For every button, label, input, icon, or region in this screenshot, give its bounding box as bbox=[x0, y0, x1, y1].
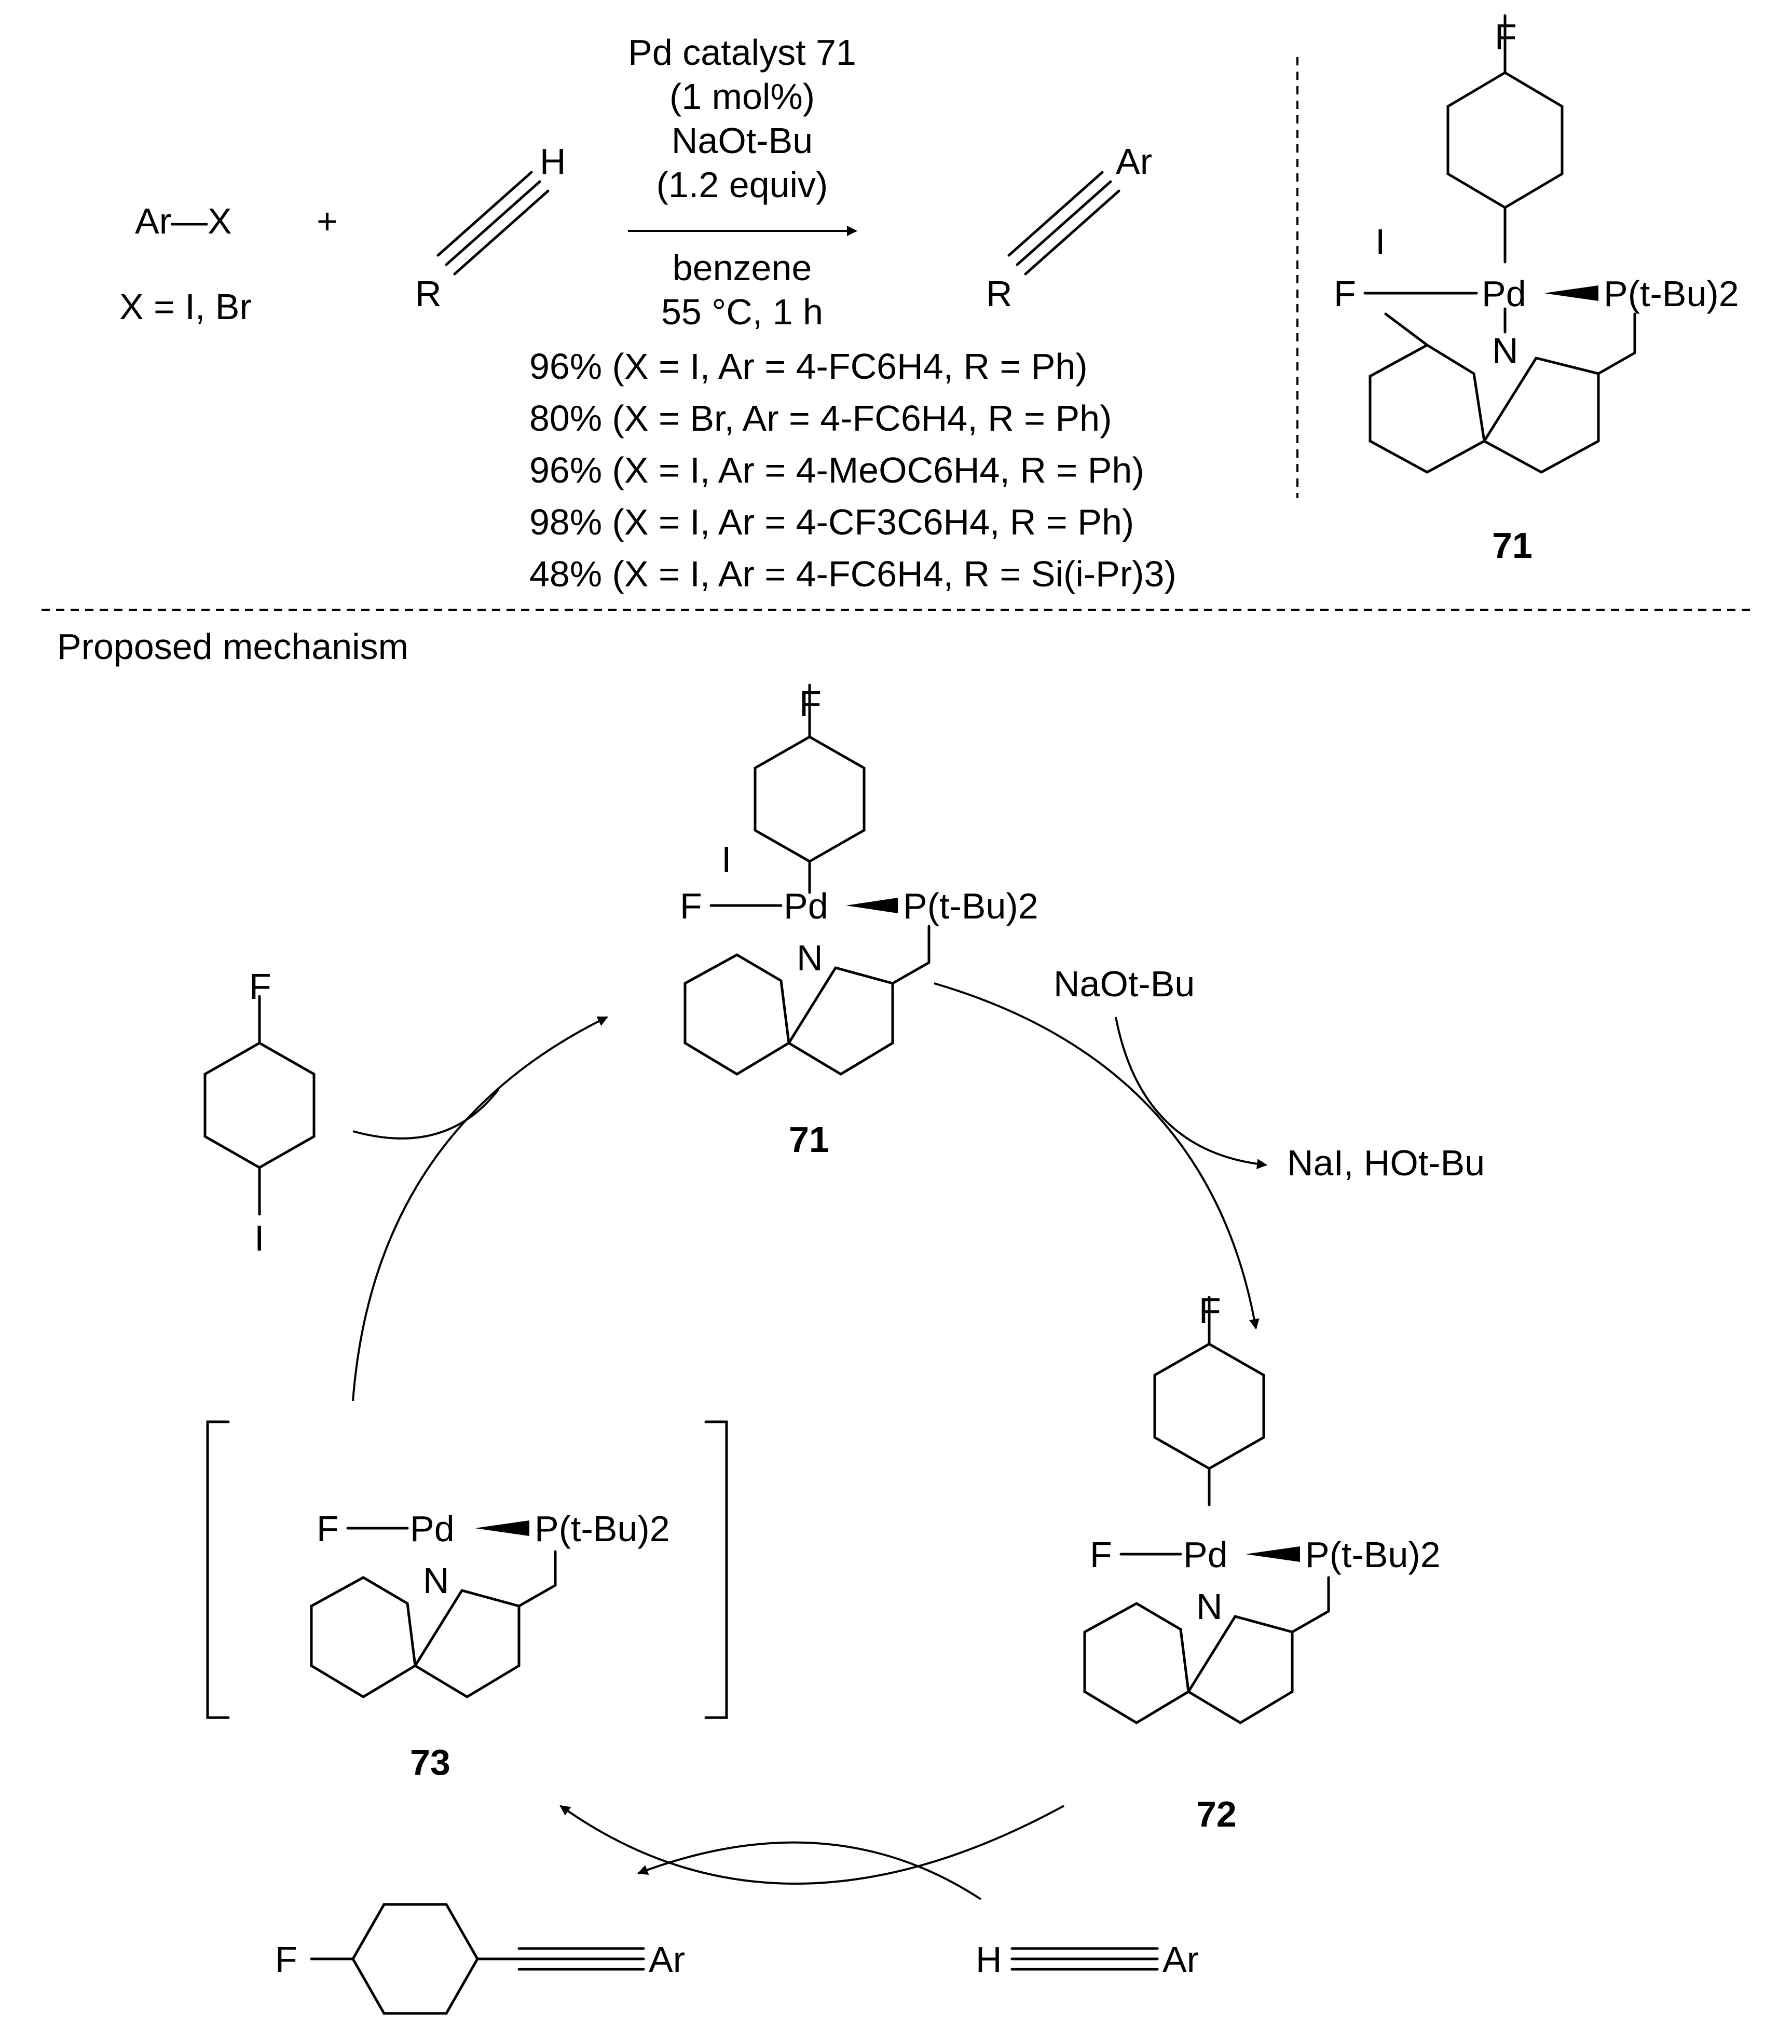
complex-73-structure: Pd F P(t-Bu)2 N 73 bbox=[206, 1420, 728, 1782]
terminal-alkyne-reagent: H Ar bbox=[976, 1939, 1199, 1980]
complex-71-label: 71 bbox=[789, 1119, 829, 1160]
atom-ar: Ar bbox=[1162, 1939, 1199, 1980]
oxidative-addition-arrow bbox=[352, 1089, 499, 1140]
alkyne-h-label: H bbox=[540, 141, 566, 182]
cycle-arrow-73-to-71 bbox=[352, 1016, 608, 1402]
complex-72-label: 72 bbox=[1196, 1794, 1237, 1834]
atom-h: H bbox=[976, 1939, 1002, 1980]
condition-loading: (1 mol%) bbox=[669, 76, 815, 117]
product-ar-label: Ar bbox=[1116, 141, 1152, 182]
reagent-naotbu: NaOt-Bu bbox=[1054, 964, 1195, 1004]
yield-line: 96% (X = I, Ar = 4-FC6H4, R = Ph) bbox=[529, 346, 1088, 387]
atom-p: P(t-Bu)2 bbox=[535, 1508, 670, 1549]
product-r-label: R bbox=[986, 273, 1013, 314]
byproducts-label: NaI, HOt-Bu bbox=[1287, 1143, 1485, 1183]
catalyst-71-structure: F Pd I F P(t-Bu)2 N 71 bbox=[1334, 14, 1739, 566]
alkyne-release-arrow bbox=[637, 1841, 982, 1900]
complex-72-structure: F Pd F P(t-Bu)2 N 72 bbox=[1083, 1291, 1441, 1834]
complex-73-label: 73 bbox=[410, 1742, 450, 1782]
yield-line: 80% (X = Br, Ar = 4-FC6H4, R = Ph) bbox=[529, 398, 1112, 438]
yield-line: 96% (X = I, Ar = 4-MeOC6H4, R = Ph) bbox=[529, 450, 1144, 490]
atom-f-top: F bbox=[1199, 1291, 1221, 1331]
atom-f: F bbox=[249, 966, 271, 1007]
atom-i: I bbox=[1375, 222, 1385, 262]
condition-base-equiv: (1.2 equiv) bbox=[656, 164, 828, 205]
reaction-arrow: Pd catalyst 71 (1 mol%) NaOt-Bu (1.2 equ… bbox=[628, 32, 857, 332]
atom-ar: Ar bbox=[649, 1939, 685, 1980]
atom-i: I bbox=[254, 1218, 264, 1258]
atom-f-left: F bbox=[1334, 273, 1356, 314]
cycle-arrow-71-to-72 bbox=[934, 982, 1260, 1329]
atom-n: N bbox=[1492, 331, 1519, 371]
yields-list: 96% (X = I, Ar = 4-FC6H4, R = Ph) 80% (X… bbox=[529, 346, 1177, 594]
atom-n: N bbox=[1196, 1586, 1223, 1627]
atom-f: F bbox=[275, 1939, 297, 1980]
atom-n: N bbox=[797, 938, 823, 978]
condition-temp-time: 55 °C, 1 h bbox=[661, 292, 823, 332]
reactant1-label: Ar—X bbox=[135, 201, 232, 241]
atom-p: P(t-Bu)2 bbox=[903, 886, 1038, 926]
cycle-arrow-72-to-73 bbox=[559, 1805, 1064, 1885]
atom-pd: Pd bbox=[410, 1508, 455, 1549]
atom-pd: Pd bbox=[1482, 273, 1526, 314]
atom-f-top: F bbox=[799, 683, 822, 724]
atom-i: I bbox=[721, 839, 731, 880]
mechanism-title: Proposed mechanism bbox=[57, 626, 408, 667]
yield-line: 98% (X = I, Ar = 4-CF3C6H4, R = Ph) bbox=[529, 502, 1134, 542]
condition-base: NaOt-Bu bbox=[672, 120, 813, 161]
terminal-alkyne-reactant: H R bbox=[415, 141, 566, 314]
atom-pd: Pd bbox=[1183, 1534, 1228, 1575]
alkyne-r-label: R bbox=[415, 273, 442, 314]
complex-71-structure: F Pd I F P(t-Bu)2 N 71 bbox=[680, 683, 1038, 1160]
atom-f-left: F bbox=[317, 1508, 339, 1549]
atom-pd: Pd bbox=[784, 886, 828, 926]
atom-p: P(t-Bu)2 bbox=[1604, 273, 1739, 314]
plus-sign: + bbox=[317, 201, 338, 241]
yield-line: 48% (X = I, Ar = 4-FC6H4, R = Si(i-Pr)3) bbox=[529, 554, 1177, 594]
condition-catalyst: Pd catalyst 71 bbox=[628, 32, 856, 73]
aryl-iodide-reagent: F I bbox=[203, 966, 316, 1258]
condition-solvent: benzene bbox=[673, 248, 812, 288]
coupled-product: F Ar bbox=[275, 1903, 685, 2015]
reactant-aryl-halide: Ar—X X = I, Br bbox=[119, 201, 252, 327]
catalyst-label: 71 bbox=[1492, 525, 1533, 566]
atom-n: N bbox=[423, 1560, 449, 1601]
alkyne-product: Ar R bbox=[986, 141, 1152, 314]
atom-f-left: F bbox=[680, 886, 702, 926]
atom-f-top: F bbox=[1495, 17, 1517, 57]
atom-f-left: F bbox=[1090, 1534, 1112, 1575]
halide-definition: X = I, Br bbox=[119, 286, 252, 327]
atom-p: P(t-Bu)2 bbox=[1305, 1534, 1441, 1575]
